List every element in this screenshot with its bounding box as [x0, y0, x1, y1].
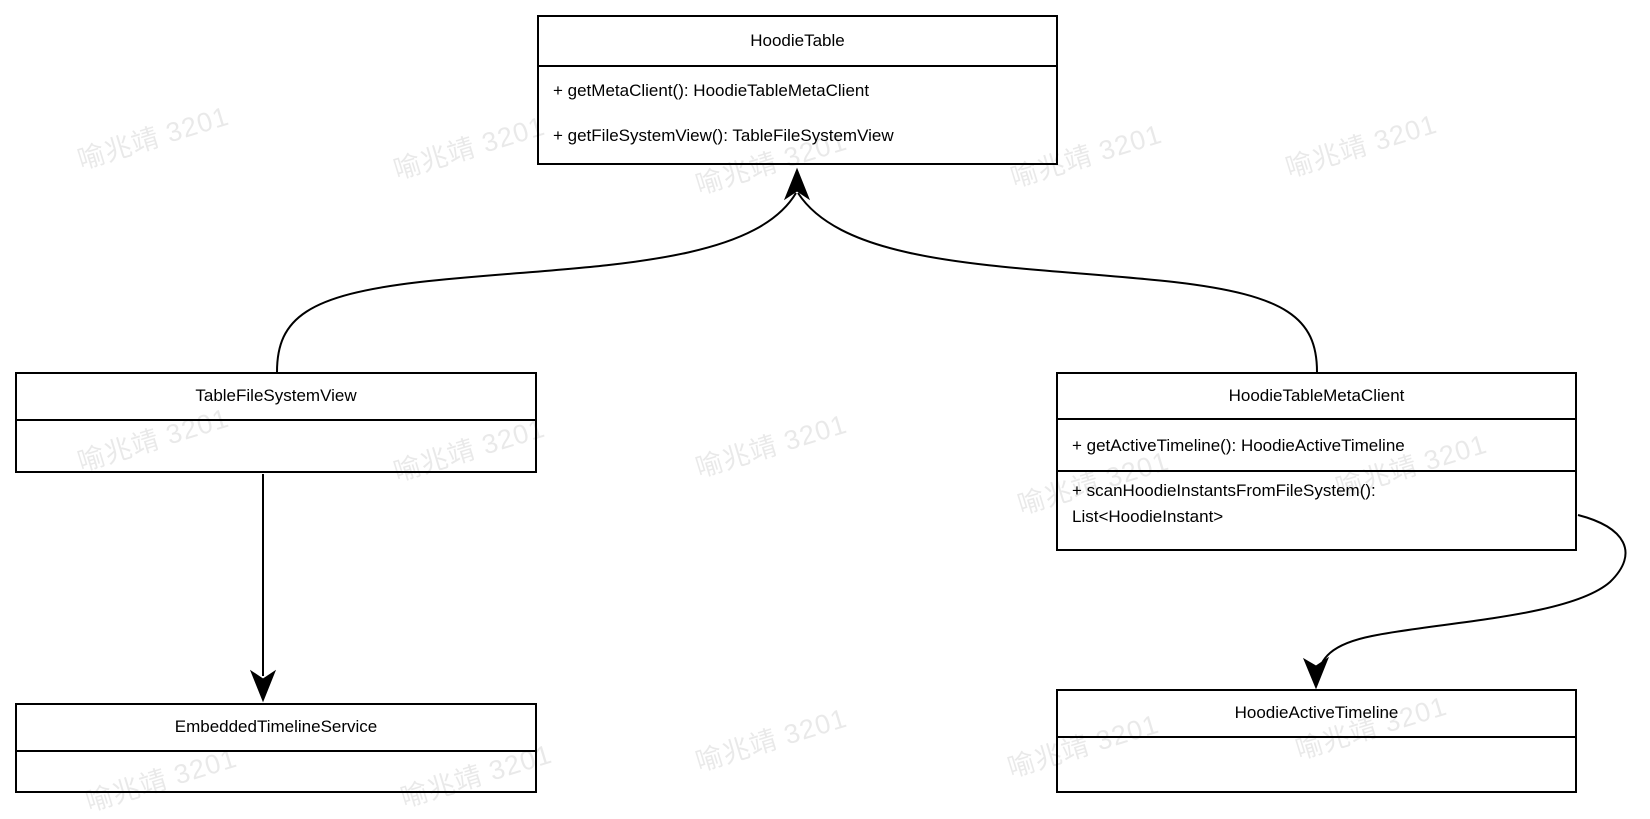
arrowhead-up-icon [783, 167, 811, 201]
watermark-text: 喻兆靖 3201 [390, 110, 549, 186]
class-box-hoodie-table: HoodieTable + getMetaClient(): HoodieTab… [537, 15, 1058, 165]
class-title: HoodieTableMetaClient [1058, 374, 1575, 420]
method-get-active-timeline: + getActiveTimeline(): HoodieActiveTimel… [1072, 435, 1405, 455]
class-box-table-file-system-view: TableFileSystemView [15, 372, 537, 473]
watermark-text: 喻兆靖 3201 [74, 100, 233, 176]
watermark-text: 喻兆靖 3201 [692, 702, 851, 778]
watermark-text: 喻兆靖 3201 [692, 408, 851, 484]
class-methods-section: + getMetaClient(): HoodieTableMetaClient… [539, 67, 1056, 159]
class-empty-section [17, 421, 535, 469]
class-methods-section: + getActiveTimeline(): HoodieActiveTimel… [1058, 420, 1575, 472]
arrowhead-down-icon [249, 669, 277, 703]
method-get-file-system-view: + getFileSystemView(): TableFileSystemVi… [553, 126, 894, 146]
class-box-embedded-timeline-service: EmbeddedTimelineService [15, 703, 537, 793]
method-get-meta-client: + getMetaClient(): HoodieTableMetaClient [553, 81, 870, 101]
class-box-hoodie-table-meta-client: HoodieTableMetaClient + getActiveTimelin… [1056, 372, 1577, 551]
class-empty-section [17, 752, 535, 789]
class-title: HoodieActiveTimeline [1058, 691, 1575, 738]
method-scan-hoodie-instants: + scanHoodieInstantsFromFileSystem(): Li… [1072, 481, 1376, 526]
edge-tablefilesystemview-to-hoodietable [276, 192, 797, 373]
class-title: EmbeddedTimelineService [17, 705, 535, 752]
class-box-hoodie-active-timeline: HoodieActiveTimeline [1056, 689, 1577, 793]
class-methods-section: + scanHoodieInstantsFromFileSystem(): Li… [1058, 472, 1575, 530]
class-title: TableFileSystemView [17, 374, 535, 421]
class-title: HoodieTable [539, 17, 1056, 67]
arrowhead-down-icon [1302, 656, 1330, 690]
class-empty-section [1058, 738, 1575, 789]
edge-hoodietablemetaclient-to-hoodietable [797, 192, 1318, 373]
watermark-text: 喻兆靖 3201 [1282, 108, 1441, 184]
